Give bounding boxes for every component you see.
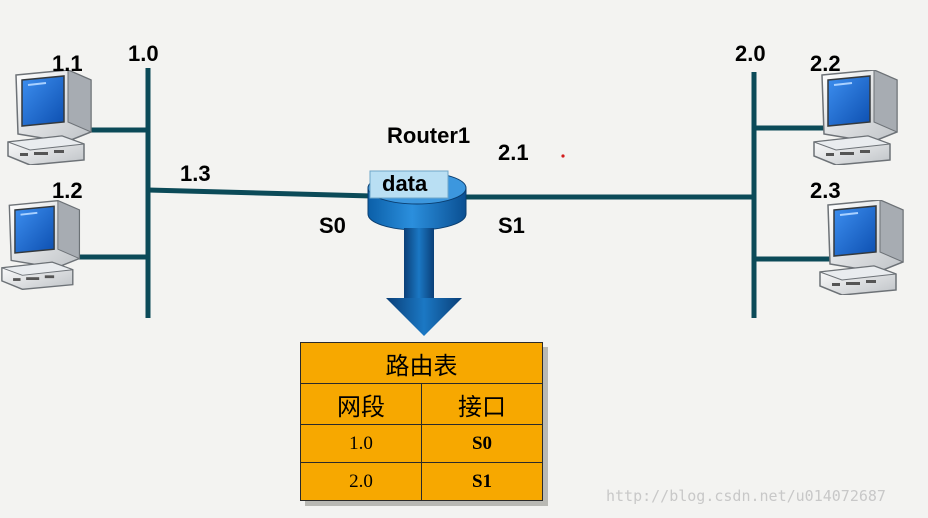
- label-port-s1: S1: [498, 213, 525, 238]
- label-net-right: 2.0: [735, 41, 766, 66]
- label-host-2-2: 2.2: [810, 51, 841, 76]
- computer-icon: [813, 70, 898, 165]
- computer-icon: [0, 200, 81, 290]
- label-host-2-3: 2.3: [810, 178, 841, 203]
- marker-dot: [561, 154, 565, 158]
- router-icon: [367, 170, 467, 231]
- label-router-name: Router1: [387, 123, 471, 148]
- arrow-down-icon: [386, 228, 462, 336]
- routing-table-title: 路由表: [300, 342, 543, 384]
- table-cell-segment: 2.0: [300, 462, 422, 501]
- label-router-if-right: 2.1: [498, 140, 529, 165]
- column-header-segment: 网段: [300, 383, 422, 425]
- label-net-left: 1.0: [128, 41, 159, 66]
- label-port-s0: S0: [319, 213, 346, 238]
- table-cell-segment: 1.0: [300, 424, 422, 463]
- label-router-if-left: 1.3: [180, 161, 211, 186]
- label-host-1-1: 1.1: [52, 51, 83, 76]
- computer-icon: [7, 70, 92, 165]
- table-row: 2.0 S1: [300, 462, 543, 501]
- table-cell-interface: S1: [421, 462, 543, 501]
- link-router-s0: [147, 187, 373, 199]
- watermark: http://blog.csdn.net/u014072687: [606, 487, 886, 505]
- label-host-1-2: 1.2: [52, 178, 83, 203]
- table-cell-interface: S0: [421, 424, 543, 463]
- table-row: 1.0 S0: [300, 424, 543, 463]
- routing-table: 路由表 网段 接口 1.0 S0 2.0 S1: [300, 342, 543, 501]
- computer-icon: [819, 200, 904, 295]
- column-header-interface: 接口: [421, 383, 543, 425]
- label-router-data: data: [382, 171, 428, 196]
